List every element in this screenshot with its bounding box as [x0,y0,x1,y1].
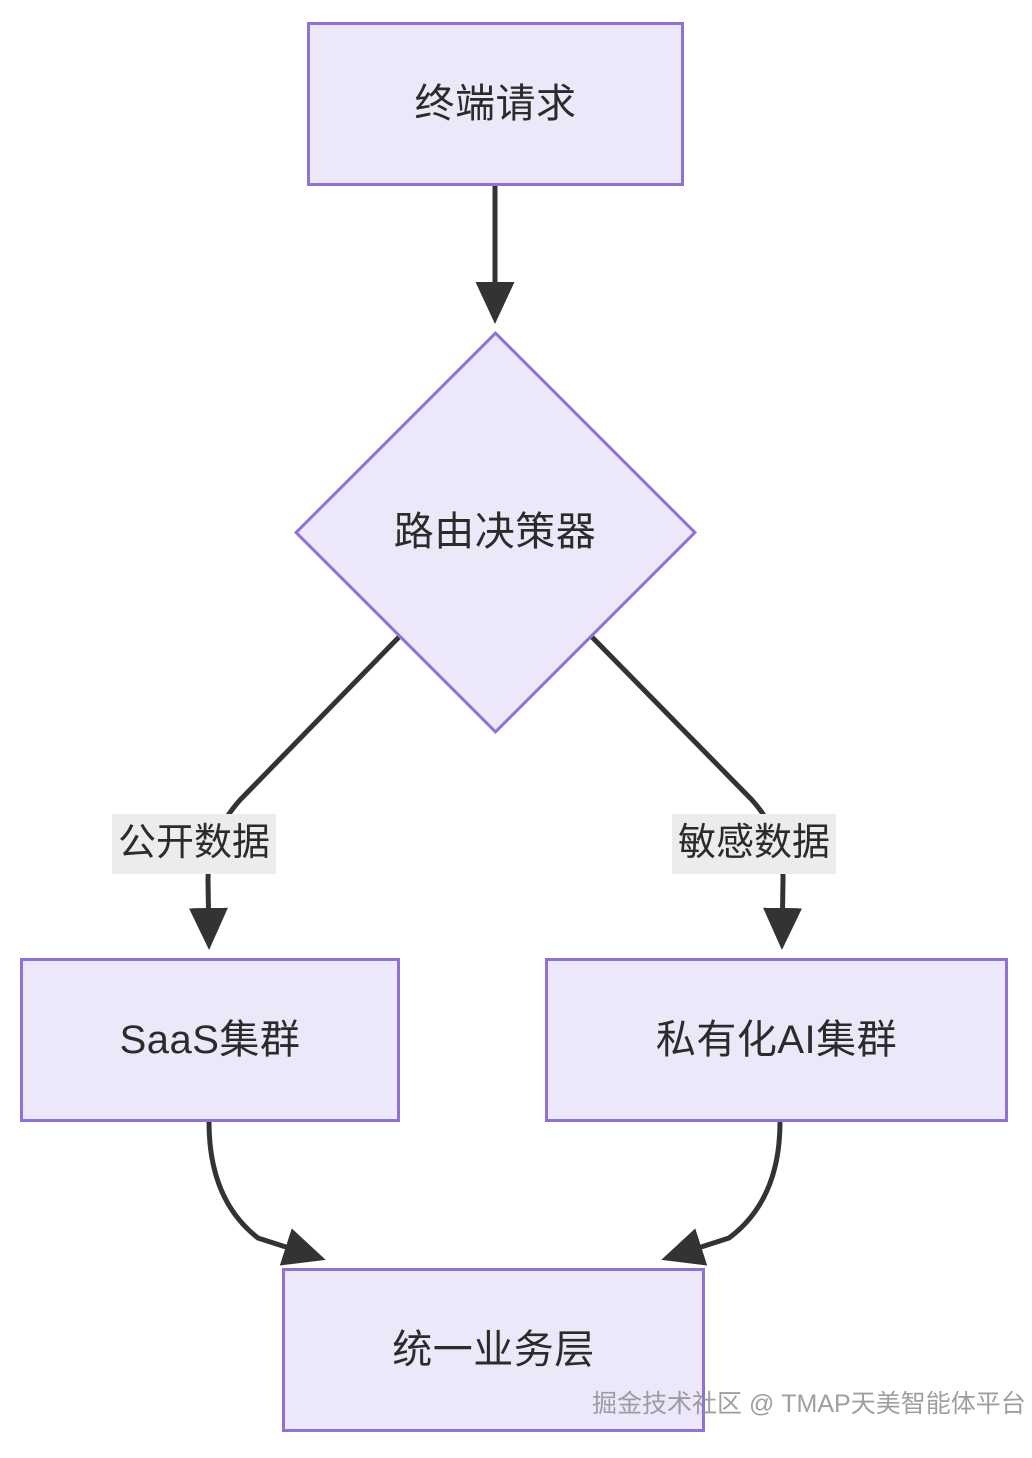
edge-saas-cluster-to-unified-business-layer [206,1119,326,1266]
node-unified-business-layer[interactable]: 统一业务层 [282,1268,705,1432]
node-router-decider[interactable]: 路由决策器 [293,330,697,734]
watermark-text: 掘金技术社区 @ TMAP天美智能体平台 [592,1390,1026,1418]
node-unified-business-layer-label: 统一业务层 [392,1328,595,1372]
node-saas-cluster[interactable]: SaaS集群 [20,958,400,1122]
edge-label-sensitive-data: 敏感数据 [672,814,837,874]
node-router-decider-label: 路由决策器 [393,510,597,554]
edge-private-ai-cluster-to-unified-business-layer [661,1119,783,1266]
node-saas-cluster-label: SaaS集群 [119,1018,301,1062]
node-terminal-request-label: 终端请求 [414,82,577,126]
edge-label-public-data: 公开数据 [112,814,277,874]
node-terminal-request[interactable]: 终端请求 [307,22,684,186]
node-private-ai-cluster[interactable]: 私有化AI集群 [545,958,1008,1122]
node-private-ai-cluster-label: 私有化AI集群 [655,1018,898,1062]
